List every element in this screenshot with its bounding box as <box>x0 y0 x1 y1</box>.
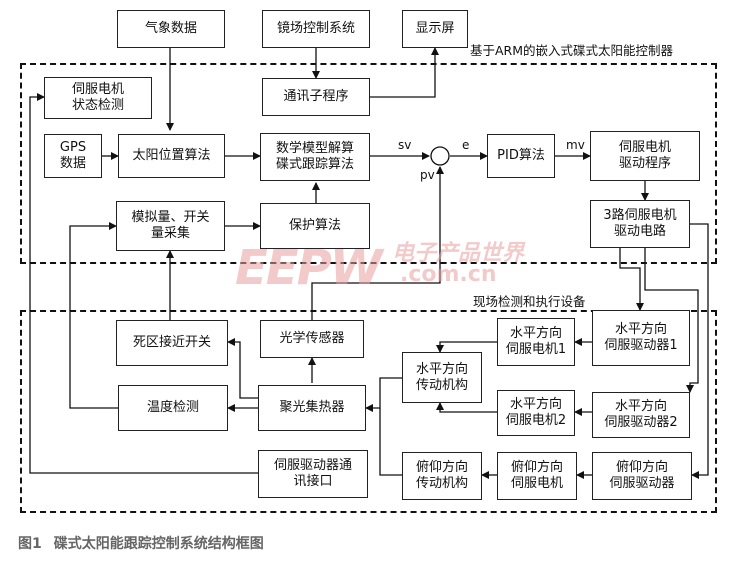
servo-driver-program-box: 伺服电机 驱动程序 <box>590 131 700 181</box>
watermark-cn: 电子产品世界 <box>392 241 525 266</box>
summing-junction <box>430 146 450 166</box>
gps-data-box: GPS 数据 <box>44 134 102 178</box>
signal-mv: mv <box>566 138 585 152</box>
horizontal-transmission-box: 水平方向 传动机构 <box>402 352 482 403</box>
field-region <box>20 310 717 513</box>
pid-algo-box: PID算法 <box>487 134 555 178</box>
controller-region <box>20 63 717 264</box>
watermark-brand: EEPW <box>235 240 383 296</box>
figure-caption: 图1 碟式太阳能跟踪控制系统结构框图 <box>18 533 276 553</box>
signal-pv: pv <box>420 168 435 182</box>
figure-number: 图1 <box>18 536 42 552</box>
mirror-field-control-box: 镜场控制系统 <box>262 10 370 48</box>
tracking-algo-box: 数学模型解算 碟式跟踪算法 <box>260 133 370 181</box>
horizontal-servo-driver-1-box: 水平方向 伺服驱动器1 <box>592 310 690 366</box>
servo-driver-comm-interface-box: 伺服驱动器通 讯接口 <box>258 450 368 498</box>
sun-position-algo-box: 太阳位置算法 <box>118 134 225 178</box>
comm-subroutine-box: 通讯子程序 <box>262 78 370 116</box>
signal-e: e <box>462 138 470 152</box>
horizontal-servo-motor-2-box: 水平方向 伺服电机2 <box>497 390 575 436</box>
pitch-servo-driver-box: 俯仰方向 伺服驱动器 <box>592 452 692 500</box>
deadzone-proximity-switch-box: 死区接近开关 <box>116 320 228 366</box>
pitch-servo-motor-box: 俯仰方向 伺服电机 <box>497 452 577 500</box>
watermark-domain: .com.cn <box>400 262 497 287</box>
signal-sv: sv <box>398 138 412 152</box>
figure-caption-text: 碟式太阳能跟踪控制系统结构框图 <box>53 536 264 552</box>
protection-algo-box: 保护算法 <box>260 203 370 249</box>
optical-sensor-box: 光学传感器 <box>260 320 364 358</box>
temperature-detect-box: 温度检测 <box>118 385 228 431</box>
horizontal-servo-driver-2-box: 水平方向 伺服驱动器2 <box>592 392 690 438</box>
servo-drive-circuit-box: 3路伺服电机 驱动电路 <box>590 200 690 248</box>
analog-switch-acquisition-box: 模拟量、开关 量采集 <box>116 201 225 251</box>
servo-status-detect-box: 伺服电机 状态检测 <box>44 77 152 119</box>
concentrating-collector-box: 聚光集热器 <box>258 385 366 431</box>
field-region-title: 现场检测和执行设备 <box>473 294 586 309</box>
controller-region-title: 基于ARM的嵌入式碟式太阳能控制器 <box>470 40 674 59</box>
display-box: 显示屏 <box>402 10 468 48</box>
weather-data-box: 气象数据 <box>117 10 225 48</box>
pitch-transmission-box: 俯仰方向 传动机构 <box>402 452 482 500</box>
horizontal-servo-motor-1-box: 水平方向 伺服电机1 <box>497 318 575 366</box>
